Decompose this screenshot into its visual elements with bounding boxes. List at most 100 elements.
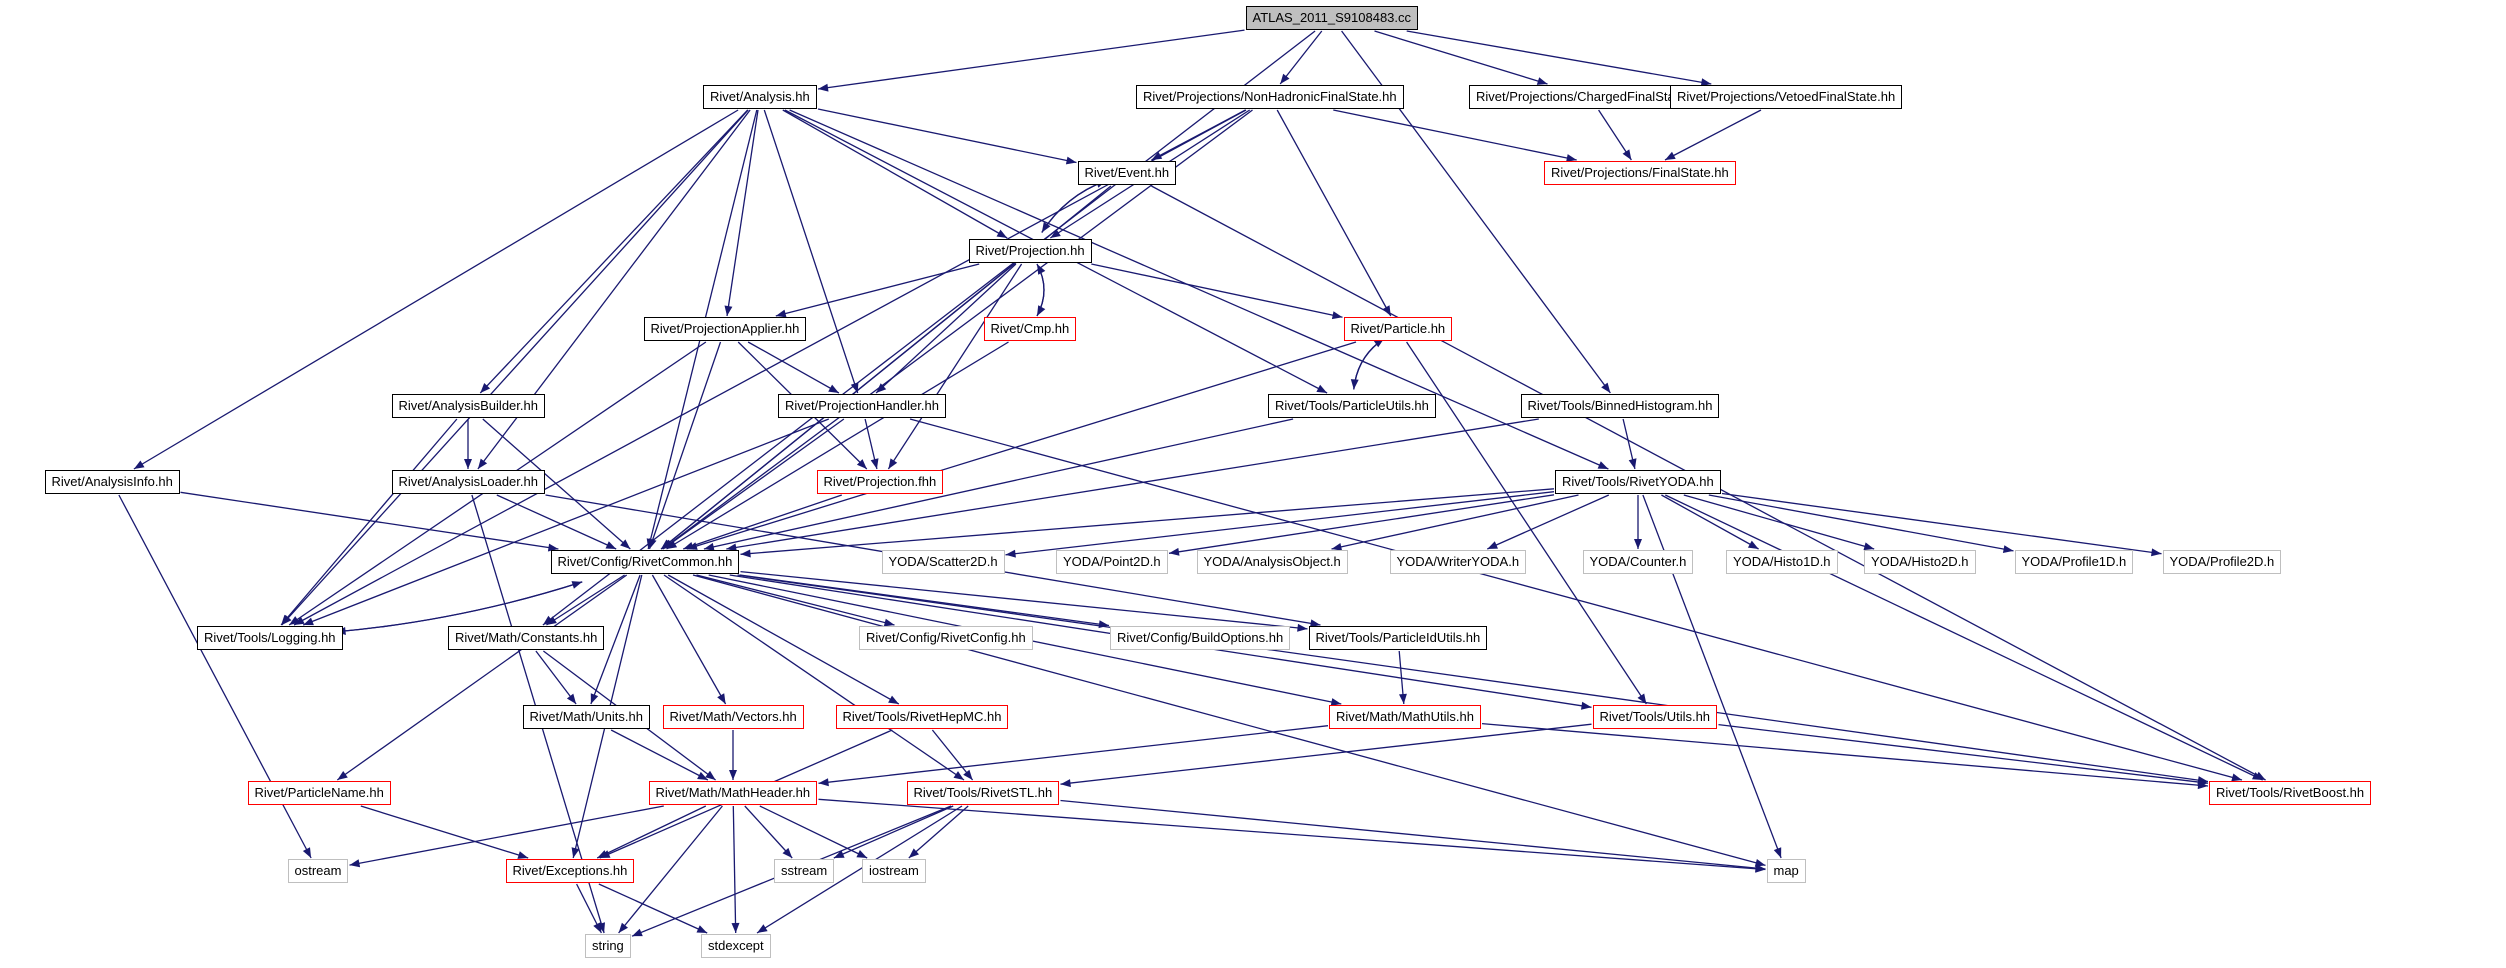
arrowhead-rivetyoda-to-counter <box>1634 539 1642 549</box>
node-iostream[interactable]: iostream <box>862 859 926 883</box>
edge-projapplier-to-rivetcommon <box>648 341 722 550</box>
node-particleidutils[interactable]: Rivet/Tools/ParticleIdUtils.hh <box>1308 626 1488 650</box>
arrowhead-root-to-binnedhisto <box>1601 382 1611 393</box>
arrowhead-analysis-to-anainfo <box>133 460 145 469</box>
node-projection[interactable]: Rivet/Projection.hh <box>968 239 1092 263</box>
edge-mathutils-to-mathheader <box>818 725 1329 784</box>
arrowhead-mathheader-to-ostream <box>349 859 361 868</box>
arrowhead-projfhh-to-rivetcommon <box>683 542 694 550</box>
edge-rivetstl-to-iostream <box>908 805 969 859</box>
arrowhead-mathheader-to-stdexcept <box>731 922 740 933</box>
node-analoader[interactable]: Rivet/AnalysisLoader.hh <box>391 470 545 494</box>
edge-nhfs-to-logging <box>293 109 1247 626</box>
node-mathutils[interactable]: Rivet/Math/MathUtils.hh <box>1329 705 1481 729</box>
arrowhead-constants-to-mathheader <box>705 770 716 780</box>
node-histo1d[interactable]: YODA/Histo1D.h <box>1726 550 1838 574</box>
node-projfhh[interactable]: Rivet/Projection.fhh <box>816 470 944 494</box>
node-mathheader[interactable]: Rivet/Math/MathHeader.hh <box>648 781 818 805</box>
edge-mathheader-to-exceptions <box>596 805 707 859</box>
edge-rivetcommon-to-rivethepmc <box>667 574 900 705</box>
edge-exceptions-to-stdexcept <box>598 883 708 934</box>
edge-projection-to-projfhh <box>887 263 1023 470</box>
edge-analysis-to-projapplier <box>726 109 759 317</box>
arrowhead-constants-to-units <box>566 693 577 704</box>
arrowhead-analysis-to-event <box>1065 156 1077 165</box>
edge-anainfo-to-ostream <box>118 494 312 859</box>
node-units[interactable]: Rivet/Math/Units.hh <box>522 705 650 729</box>
edge-toolsutils-to-rivetstl <box>1060 723 1592 785</box>
node-logging[interactable]: Rivet/Tools/Logging.hh <box>197 626 343 650</box>
edge-rivetstl-to-stdexcept <box>756 805 963 934</box>
arrowhead-toolsutils-to-rivetstl <box>1060 779 1071 788</box>
arrowhead-particleutils-to-rivetcommon <box>703 542 715 551</box>
node-profile2d[interactable]: YODA/Profile2D.h <box>2162 550 2282 574</box>
node-cmp[interactable]: Rivet/Cmp.hh <box>983 317 1077 341</box>
edge-analysis-to-projection <box>782 109 1008 239</box>
edge-rivetyoda-to-scatter2d <box>1005 491 1555 556</box>
node-rivetstl[interactable]: Rivet/Tools/RivetSTL.hh <box>906 781 1060 805</box>
edge-mathheader-to-iostream <box>759 805 868 859</box>
node-rivetcommon[interactable]: Rivet/Config/RivetCommon.hh <box>550 550 740 574</box>
edge-particleutils-to-rivetcommon <box>703 418 1294 550</box>
edge-root-to-constants <box>542 30 1316 626</box>
node-nhfs[interactable]: Rivet/Projections/NonHadronicFinalState.… <box>1136 85 1404 109</box>
node-writeryoda[interactable]: YODA/WriterYODA.h <box>1389 550 1527 574</box>
arrowhead-binnedhisto-to-rivetyoda <box>1628 458 1637 469</box>
node-projapplier[interactable]: Rivet/ProjectionApplier.hh <box>643 317 807 341</box>
edge-mathheader-to-ostream <box>349 805 664 866</box>
node-anabuilder[interactable]: Rivet/AnalysisBuilder.hh <box>391 394 545 418</box>
node-rivetconfig[interactable]: Rivet/Config/RivetConfig.hh <box>859 626 1033 650</box>
node-vectors[interactable]: Rivet/Math/Vectors.hh <box>662 705 804 729</box>
node-projhandler[interactable]: Rivet/ProjectionHandler.hh <box>778 394 946 418</box>
edge-analysis-to-event <box>817 108 1077 164</box>
node-string[interactable]: string <box>585 934 631 958</box>
node-stdexcept[interactable]: stdexcept <box>701 934 771 958</box>
node-vfs[interactable]: Rivet/Projections/VetoedFinalState.hh <box>1670 85 1903 109</box>
arrowhead-rivetyoda-to-rivetboost <box>2252 772 2263 780</box>
node-exceptions[interactable]: Rivet/Exceptions.hh <box>505 859 635 883</box>
node-particle[interactable]: Rivet/Particle.hh <box>1343 317 1453 341</box>
node-rivetboost[interactable]: Rivet/Tools/RivetBoost.hh <box>2209 781 2372 805</box>
arrowhead-vectors-to-mathheader <box>729 770 737 780</box>
node-particlename[interactable]: Rivet/ParticleName.hh <box>247 781 391 805</box>
node-scatter2d[interactable]: YODA/Scatter2D.h <box>881 550 1005 574</box>
edge-nhfs-to-finalstate <box>1333 109 1577 161</box>
arrowhead-analoader-to-rivetcommon <box>605 541 617 549</box>
arrowhead-nhfs-to-event <box>1151 151 1163 160</box>
arrowhead-mathheader-to-exceptions <box>597 850 608 858</box>
arrowhead-projapplier-to-projfhh <box>856 459 867 469</box>
edge-analysis-to-projhandler <box>763 109 859 394</box>
node-point2d[interactable]: YODA/Point2D.h <box>1056 550 1168 574</box>
node-analysis[interactable]: Rivet/Analysis.hh <box>703 85 817 109</box>
arrowhead-rivetstl-to-sstream <box>833 850 845 858</box>
node-anaobject[interactable]: YODA/AnalysisObject.h <box>1196 550 1348 574</box>
arrowhead-mathheader-to-iostream <box>856 850 868 858</box>
edge-mathutils-to-rivetboost <box>1481 722 2209 787</box>
node-profile1d[interactable]: YODA/Profile1D.h <box>2014 550 2134 574</box>
edge-rivetcommon-to-particleidutils <box>740 570 1308 630</box>
node-counter[interactable]: YODA/Counter.h <box>1582 550 1694 574</box>
node-binnedhisto[interactable]: Rivet/Tools/BinnedHistogram.hh <box>1520 394 1720 418</box>
arrowhead-cfs-to-finalstate <box>1622 149 1632 160</box>
node-map[interactable]: map <box>1766 859 1806 883</box>
arrowhead-binnedhisto-to-rivetcommon <box>726 543 737 552</box>
node-rivetyoda[interactable]: Rivet/Tools/RivetYODA.hh <box>1555 470 1721 494</box>
node-toolsutils[interactable]: Rivet/Tools/Utils.hh <box>1592 705 1718 729</box>
edge-binnedhisto-to-rivetcommon <box>726 418 1539 550</box>
node-root[interactable]: ATLAS_2011_S9108483.cc <box>1245 6 1419 30</box>
arrowhead-particle-to-toolsutils <box>1637 693 1647 704</box>
node-finalstate[interactable]: Rivet/Projections/FinalState.hh <box>1544 161 1736 185</box>
node-constants[interactable]: Rivet/Math/Constants.hh <box>448 626 605 650</box>
edge-rivetyoda-to-writeryoda <box>1487 494 1610 550</box>
arrowhead-projection-to-projfhh <box>888 458 898 469</box>
node-particleutils[interactable]: Rivet/Tools/ParticleUtils.hh <box>1268 394 1436 418</box>
node-histo2d[interactable]: YODA/Histo2D.h <box>1864 550 1976 574</box>
node-anainfo[interactable]: Rivet/AnalysisInfo.hh <box>44 470 180 494</box>
node-ostream[interactable]: ostream <box>287 859 349 883</box>
edge-mathheader-to-string <box>618 805 723 934</box>
node-sstream[interactable]: sstream <box>774 859 835 883</box>
node-rivethepmc[interactable]: Rivet/Tools/RivetHepMC.hh <box>835 705 1009 729</box>
edge-anabuilder-to-rivetcommon <box>482 418 631 550</box>
node-buildoptions[interactable]: Rivet/Config/BuildOptions.hh <box>1110 626 1291 650</box>
node-event[interactable]: Rivet/Event.hh <box>1077 161 1177 185</box>
